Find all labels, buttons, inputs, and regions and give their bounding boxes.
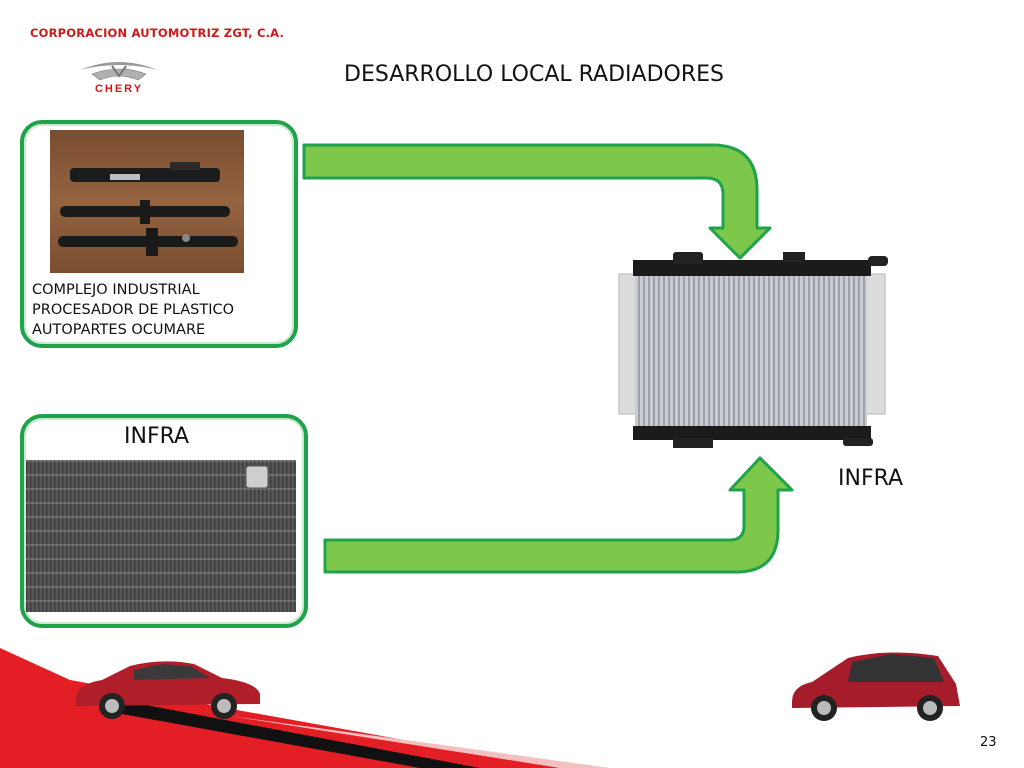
arrow-down (302, 143, 772, 260)
supplier-description: COMPLEJO INDUSTRIAL PROCESADOR DE PLASTI… (32, 280, 234, 340)
infra-box-label: INFRA (124, 424, 190, 449)
supplier-line-3: AUTOPARTES OCUMARE (32, 322, 206, 338)
radiator-core-photo (26, 460, 296, 612)
slide-title: DESARROLLO LOCAL RADIADORES (344, 62, 724, 87)
hatchback-car-image (792, 652, 960, 721)
supplier-line-1: COMPLEJO INDUSTRIAL (32, 282, 200, 298)
footer-band (0, 648, 610, 768)
company-name: CORPORACION AUTOMOTRIZ ZGT, C.A. (30, 26, 285, 40)
supplier-line-2: PROCESADOR DE PLASTICO (32, 302, 235, 318)
radiator-label: INFRA (838, 466, 904, 491)
page-number: 23 (980, 735, 997, 750)
plastic-parts-photo (50, 130, 244, 273)
arrow-up (323, 456, 794, 574)
sedan-car-image (76, 661, 260, 719)
chery-logo: CHERY (80, 62, 158, 95)
logo-text: CHERY (95, 83, 143, 95)
radiator-photo (618, 252, 888, 448)
